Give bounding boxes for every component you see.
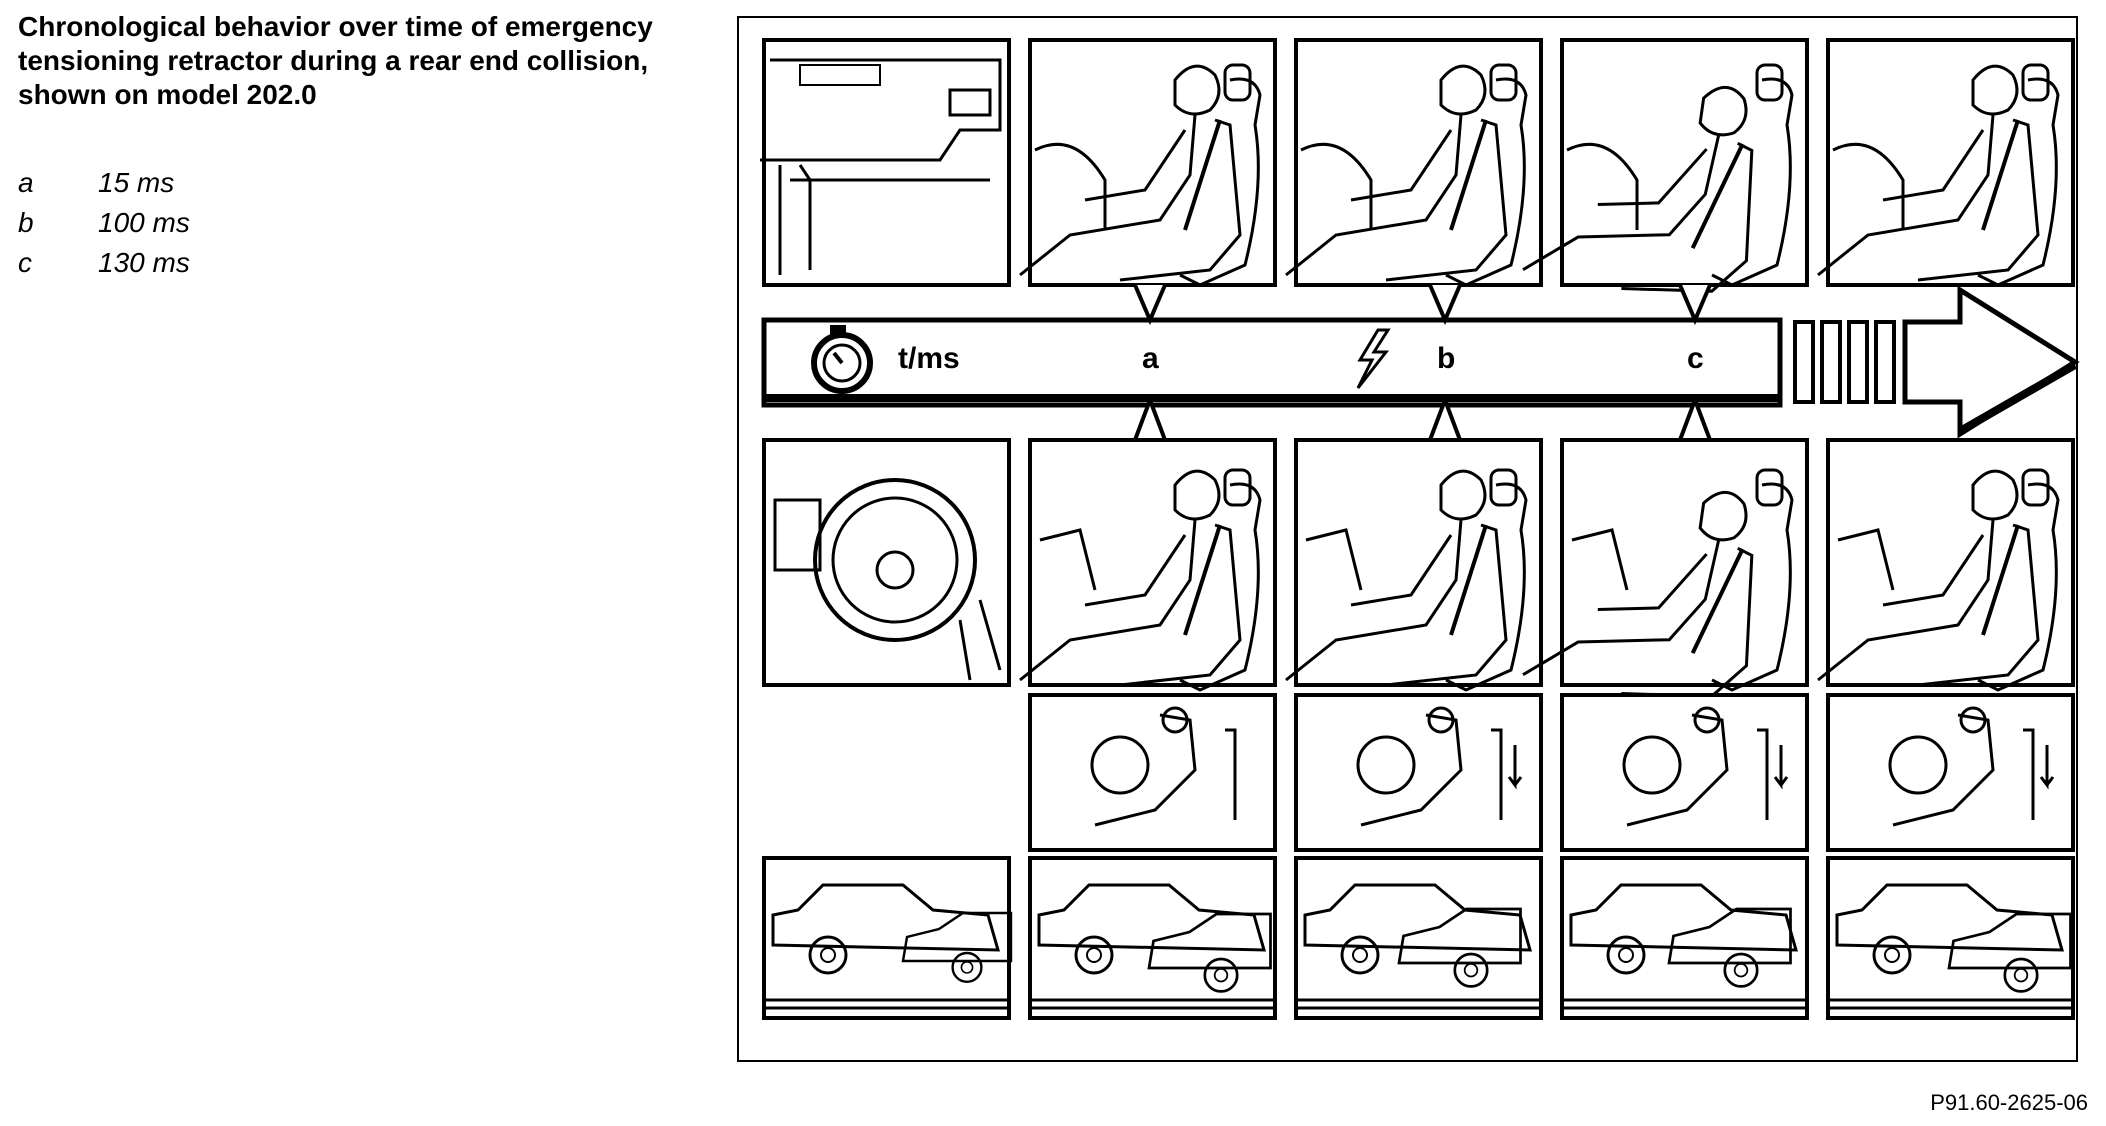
illustration-frame bbox=[737, 16, 2078, 1062]
panel-vehicles-a bbox=[1028, 856, 1277, 1020]
legend-item: c 130 ms bbox=[18, 243, 190, 283]
panel-occupant-1c bbox=[1520, 38, 1809, 308]
legend-value: 130 ms bbox=[98, 247, 190, 278]
panel-retractor-a bbox=[1028, 693, 1277, 852]
panel-retractor-d bbox=[1826, 693, 2075, 852]
legend-key: b bbox=[18, 207, 34, 238]
panel-occupant-2a bbox=[1018, 438, 1277, 692]
legend-key: a bbox=[18, 167, 34, 198]
panel-occupant-2b bbox=[1284, 438, 1543, 692]
panel-occupant-1d bbox=[1816, 38, 2075, 287]
panel-occupant-2c bbox=[1520, 438, 1809, 713]
panel-retractor-b bbox=[1294, 693, 1543, 852]
panel-occupant-1b bbox=[1284, 38, 1543, 287]
timeline-bar bbox=[761, 284, 1783, 441]
timeline-marker-c: c bbox=[1687, 342, 1704, 375]
legend-item: a 15 ms bbox=[18, 163, 190, 203]
panel-vehicles-b bbox=[1294, 856, 1543, 1020]
panel-retractor-c bbox=[1560, 693, 1809, 852]
panel-steering-wheel bbox=[762, 438, 1011, 687]
diagram-title: Chronological behavior over time of emer… bbox=[18, 11, 653, 110]
timeline-marker-a: a bbox=[1142, 342, 1159, 375]
arrow-right-icon bbox=[1902, 285, 2080, 439]
panel-vehicles-0 bbox=[762, 856, 1013, 1020]
legend-value: 100 ms bbox=[98, 207, 190, 238]
legend-key: c bbox=[18, 247, 32, 278]
figure-reference: P91.60-2625-06 bbox=[1930, 1090, 2088, 1115]
progress-blocks bbox=[1793, 320, 1896, 404]
legend-item: b 100 ms bbox=[18, 203, 190, 243]
stopwatch-icon bbox=[811, 325, 873, 394]
timeline-marker-b: b bbox=[1437, 342, 1455, 375]
panel-occupant-1a bbox=[1018, 38, 1277, 287]
timeline-unit-label: t/ms bbox=[898, 342, 960, 375]
panel-dashboard-top bbox=[760, 38, 1011, 287]
panel-vehicles-c bbox=[1560, 856, 1809, 1020]
panel-occupant-2d bbox=[1816, 438, 2075, 692]
time-legend: a 15 ms b 100 ms c 130 ms bbox=[18, 163, 190, 283]
panel-vehicles-d bbox=[1826, 856, 2075, 1020]
lightning-icon bbox=[1356, 328, 1391, 389]
legend-value: 15 ms bbox=[98, 167, 175, 198]
